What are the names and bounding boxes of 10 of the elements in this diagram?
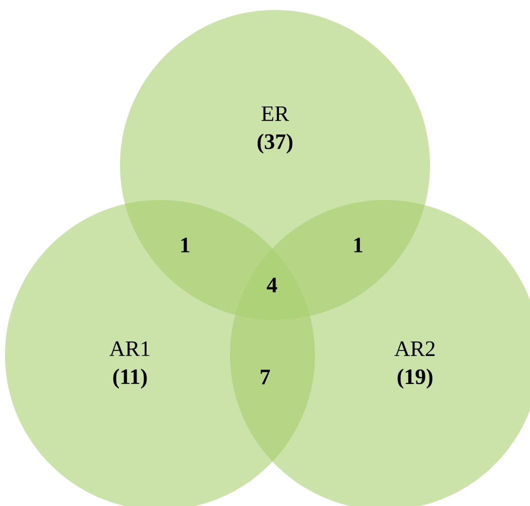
region-count: 1: [181, 238, 190, 252]
node-label: AR1: [109, 341, 150, 356]
region-count: 4: [266, 278, 278, 292]
node-label: AR2: [394, 341, 435, 356]
node-label: (11): [113, 368, 147, 389]
node-label: (19): [398, 368, 432, 389]
node-label: ER: [262, 106, 290, 121]
region-count: 7: [260, 370, 270, 384]
node-label: (37): [258, 134, 292, 154]
region-count: 1: [354, 238, 362, 252]
